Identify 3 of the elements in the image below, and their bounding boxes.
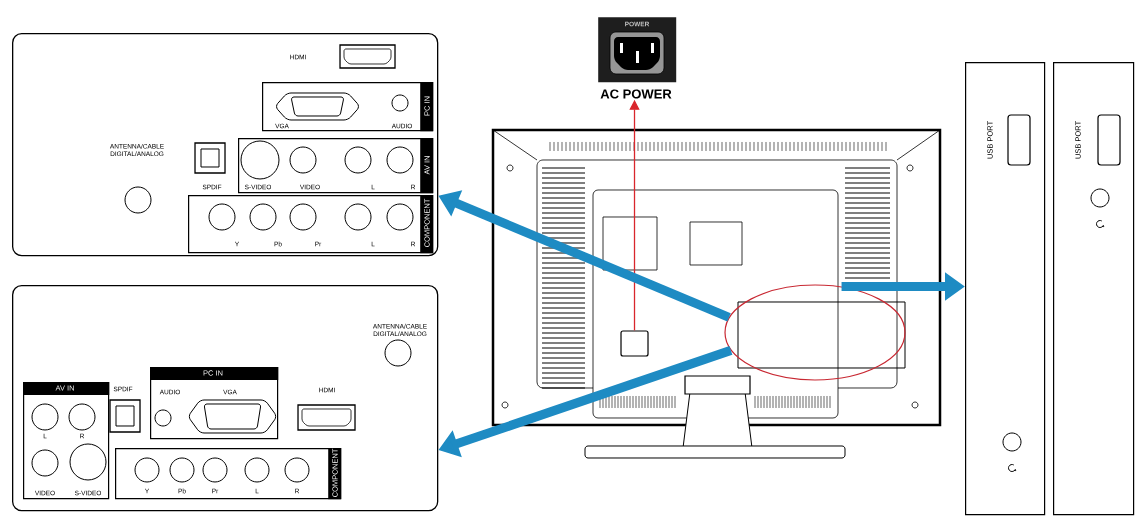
power-label: AC POWER [600,89,672,99]
highlight-ellipse [724,284,906,381]
power-connector [620,330,649,357]
